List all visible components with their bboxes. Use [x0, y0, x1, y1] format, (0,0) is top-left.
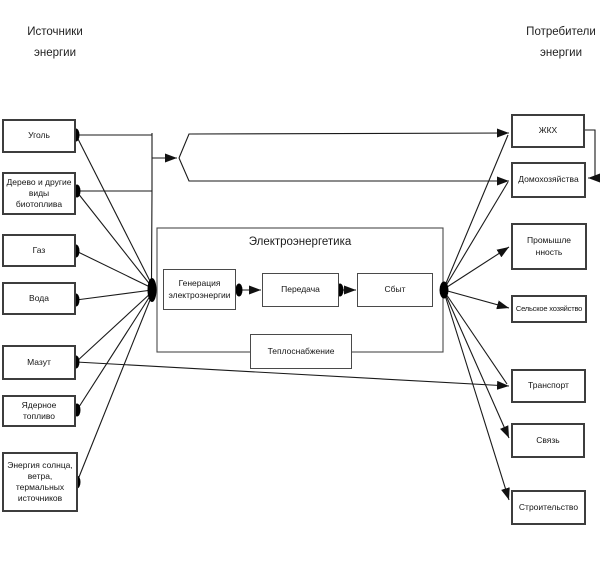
line-gas-to-hub	[75, 250, 153, 289]
line-coal-to-hub	[75, 134, 153, 286]
consumer-box-utilities: ЖКХ	[511, 114, 585, 148]
line-nuclear-to-hub	[76, 292, 153, 411]
hub-to-consumer-lines	[443, 134, 510, 501]
right-hub-dot	[439, 281, 449, 299]
source-box-gas: Газ	[2, 234, 76, 267]
consumer-box-construction: Строительство	[511, 490, 586, 525]
source-to-hub-lines	[75, 134, 153, 483]
line-hub-to-transport	[443, 290, 508, 385]
dot-generation-out	[235, 283, 243, 297]
line-fuel-oil-to-hub	[75, 291, 153, 363]
consumer-box-industry: Промышле нность	[511, 223, 587, 270]
line-hub-to-construction	[443, 291, 510, 501]
consumer-box-households: Домохозяйства	[511, 162, 586, 198]
consumer-box-agriculture: Сельское хозяйство	[511, 295, 587, 323]
left-hub-dot	[147, 278, 157, 302]
line-utilities-to-households	[585, 129, 600, 183]
line-water-to-hub	[75, 289, 153, 301]
fork-line-to-utilities	[178, 128, 510, 159]
consumers-header: Потребители энергии	[526, 26, 596, 59]
source-box-water: Вода	[2, 282, 76, 315]
connector-dots	[72, 128, 449, 489]
line-hub-to-industry	[443, 246, 510, 290]
consumer-box-communications: Связь	[511, 423, 585, 458]
bus-vertical-line	[150, 133, 153, 282]
line-hub-to-households	[443, 181, 509, 290]
line-biofuel-to-hub	[76, 191, 153, 288]
line-hub-to-communications	[443, 290, 510, 439]
line-hub-to-utilities	[443, 134, 509, 289]
heat-supply-box: Теплоснабжение	[250, 334, 352, 369]
stage-box-sales: Сбыт	[357, 273, 433, 307]
consumer-box-transport: Транспорт	[511, 369, 586, 403]
fork-line-to-households	[178, 157, 509, 186]
source-box-renewables: Энергия солнца, ветра, термальных источн…	[2, 452, 78, 512]
coal-wood-bus-lines	[76, 128, 510, 282]
stage-box-generation: Генерация электроэнергии	[163, 269, 236, 310]
line-fuel-oil-to-transport	[75, 361, 510, 390]
source-box-nuclear: Ядерное топливо	[2, 395, 76, 427]
line-hub-to-agriculture	[443, 289, 510, 310]
source-box-biofuel: Дерево и другие виды биотоплива	[2, 172, 76, 215]
line-renewables-to-hub	[76, 294, 153, 483]
electric-power-title: Электроэнергетика	[248, 236, 352, 248]
sources-header: Источники энергии	[27, 26, 83, 59]
source-box-fuel-oil: Мазут	[2, 345, 76, 380]
stage-box-transmission: Передача	[262, 273, 339, 307]
source-box-coal: Уголь	[2, 119, 76, 153]
